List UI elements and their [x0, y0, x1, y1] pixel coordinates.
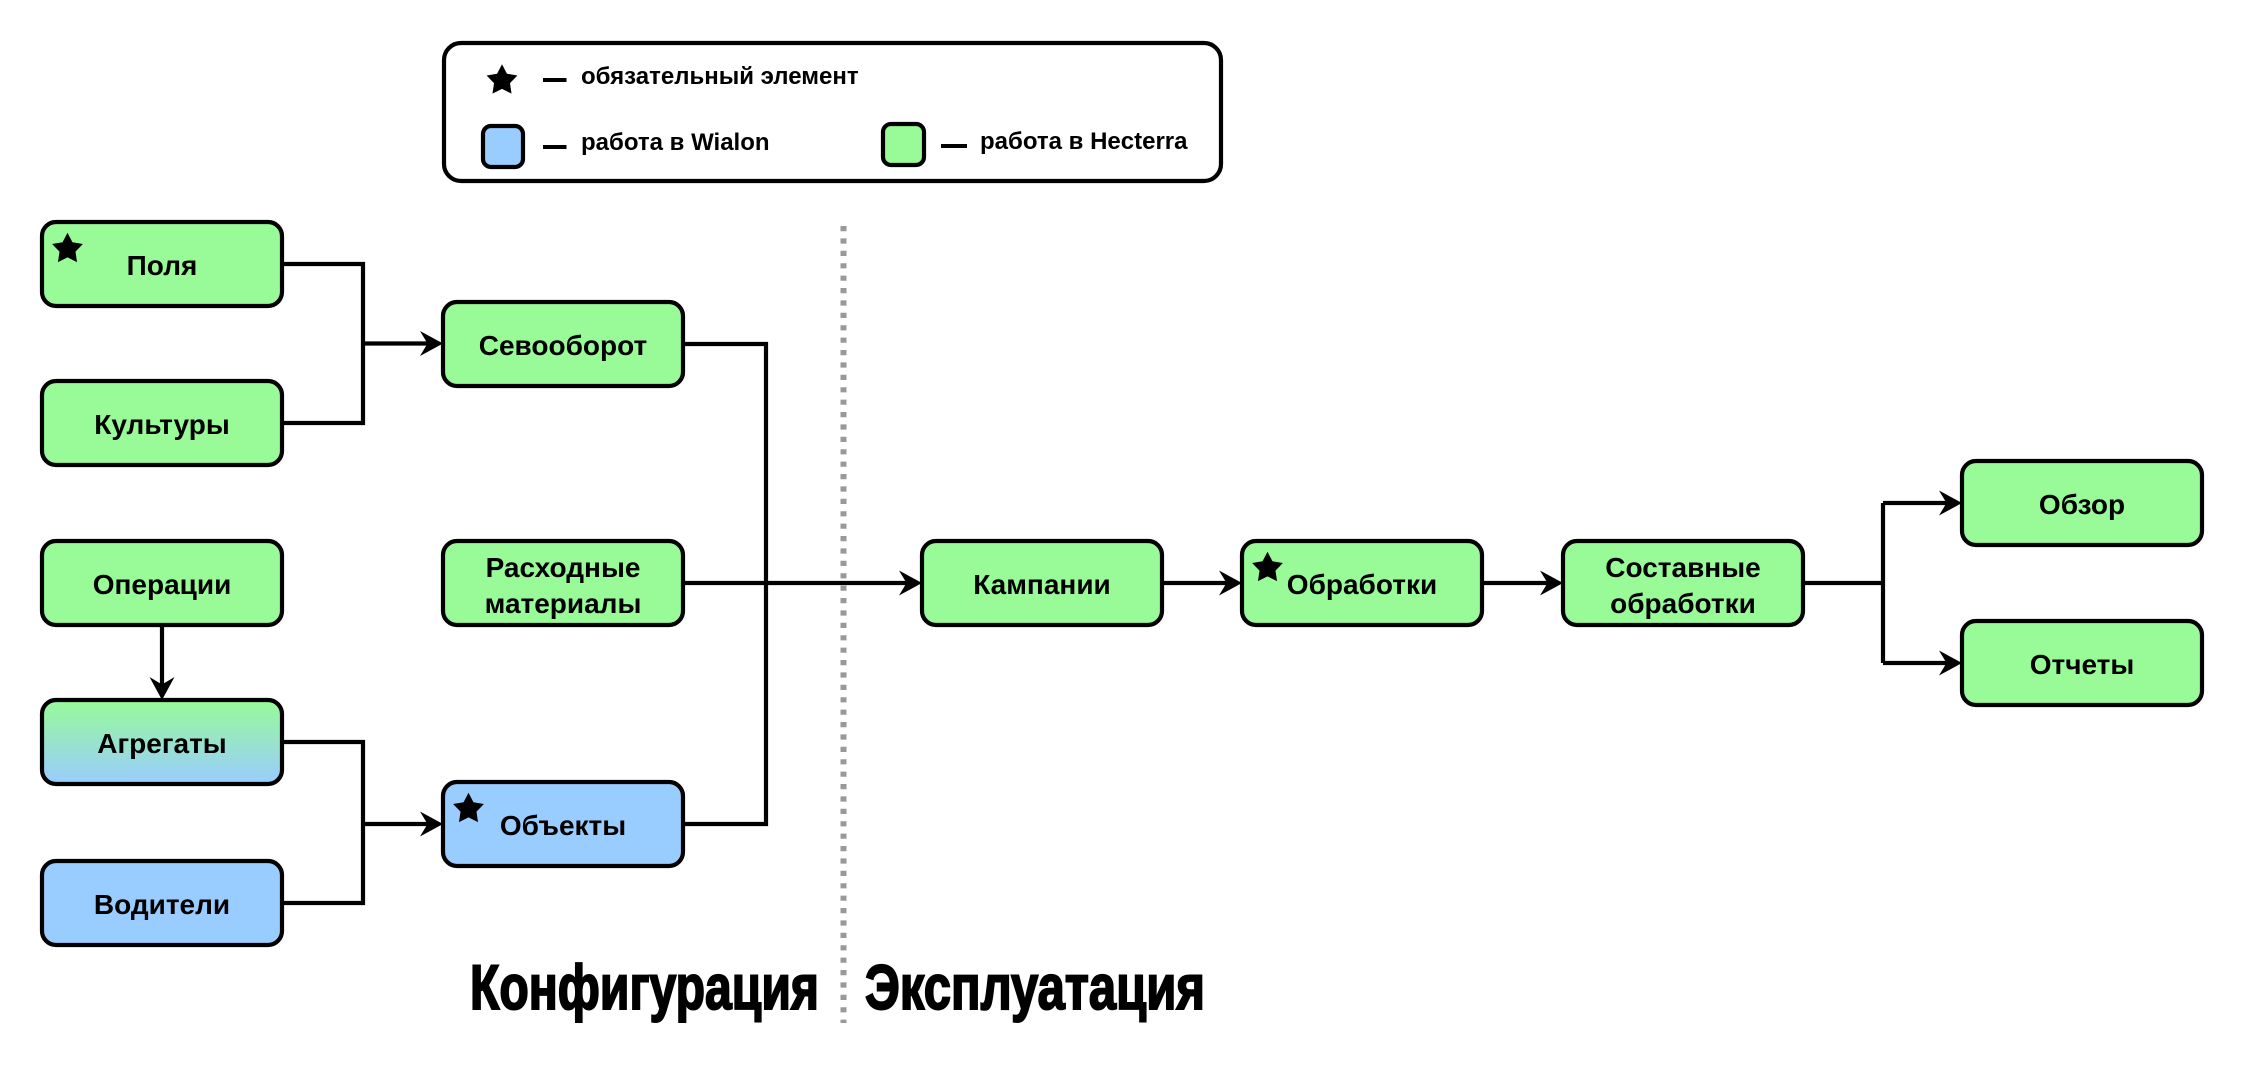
svg-text:Конфигурация: Конфигурация	[470, 953, 819, 1023]
svg-text:Обработки: Обработки	[1287, 569, 1437, 600]
svg-text:Агрегаты: Агрегаты	[97, 728, 226, 759]
svg-text:Водители: Водители	[94, 889, 230, 920]
svg-text:Операции: Операции	[93, 569, 232, 600]
svg-text:Кампании: Кампании	[973, 569, 1111, 600]
svg-text:обязательный элемент: обязательный элемент	[581, 63, 859, 90]
svg-text:работа в Wialon: работа в Wialon	[581, 129, 770, 156]
svg-text:Расходные: Расходные	[486, 552, 641, 583]
svg-text:Обзор: Обзор	[2039, 489, 2125, 520]
svg-text:Культуры: Культуры	[94, 409, 229, 440]
svg-text:Эксплуатация: Эксплуатация	[865, 953, 1205, 1023]
svg-text:Отчеты: Отчеты	[2030, 649, 2135, 680]
svg-text:Объекты: Объекты	[500, 810, 626, 841]
svg-text:Севооборот: Севооборот	[479, 330, 647, 361]
svg-text:работа в Hecterra: работа в Hecterra	[980, 128, 1188, 155]
svg-text:Поля: Поля	[127, 250, 198, 281]
svg-text:материалы: материалы	[485, 588, 642, 619]
svg-text:обработки: обработки	[1610, 588, 1756, 619]
svg-text:Составные: Составные	[1605, 552, 1760, 583]
